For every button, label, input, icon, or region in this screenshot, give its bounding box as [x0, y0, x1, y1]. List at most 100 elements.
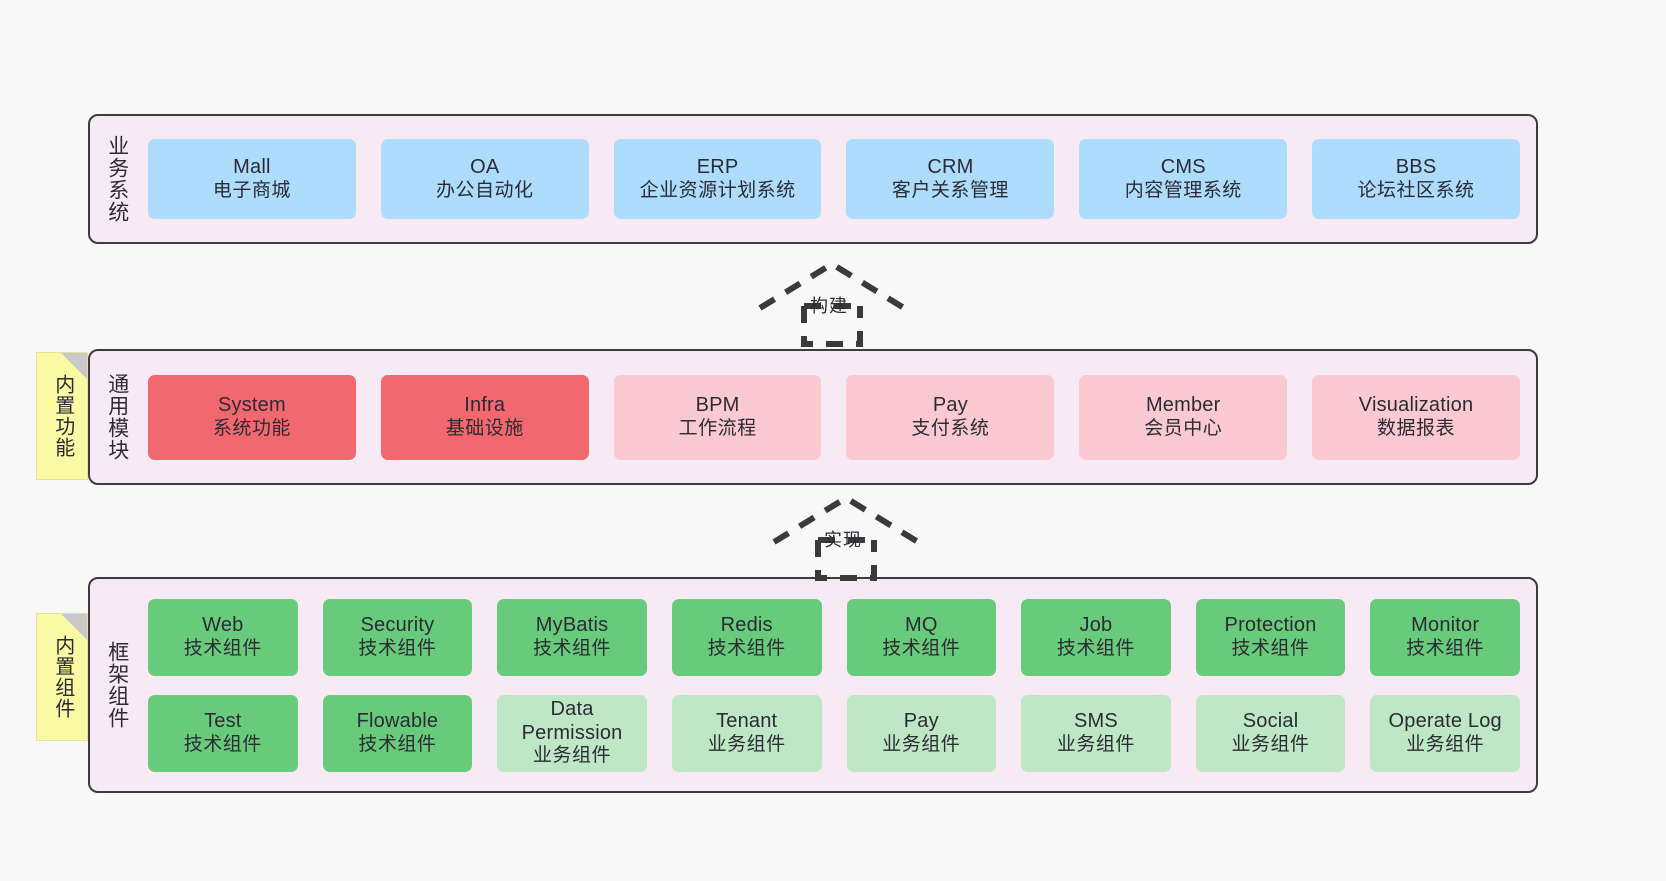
- card-desc: 技术组件: [707, 637, 786, 659]
- card-pay-business[interactable]: Pay 业务组件: [846, 694, 997, 772]
- business-card-row: Mall 电子商城 OA 办公自动化 ERP 企业资源计划系统 CRM 客户关系…: [148, 139, 1520, 219]
- card-title: BPM: [695, 394, 740, 416]
- card-title: Security: [360, 614, 435, 636]
- card-title: Job: [1079, 614, 1113, 636]
- card-member[interactable]: Member 会员中心: [1079, 374, 1288, 460]
- card-mall[interactable]: Mall 电子商城: [148, 139, 356, 219]
- card-oa[interactable]: OA 办公自动化: [380, 139, 589, 219]
- card-visualization[interactable]: Visualization 数据报表: [1312, 374, 1520, 460]
- card-erp[interactable]: ERP 企业资源计划系统: [613, 139, 822, 219]
- card-security[interactable]: Security 技术组件: [322, 598, 473, 676]
- card-title: MyBatis: [535, 614, 609, 636]
- card-desc: 技术组件: [358, 637, 437, 659]
- card-pay[interactable]: Pay 支付系统: [846, 374, 1055, 460]
- card-system[interactable]: System 系统功能: [148, 374, 356, 460]
- card-title: Pay: [932, 394, 968, 416]
- card-tenant[interactable]: Tenant 业务组件: [671, 694, 822, 772]
- card-title: Member: [1145, 394, 1221, 416]
- card-title: Test: [204, 710, 242, 732]
- card-title: Visualization: [1358, 394, 1474, 416]
- card-cms[interactable]: CMS 内容管理系统: [1079, 139, 1288, 219]
- card-desc: 业务组件: [533, 745, 612, 767]
- card-title: Web: [202, 614, 244, 636]
- card-title: SMS: [1073, 710, 1118, 732]
- card-test[interactable]: Test 技术组件: [148, 694, 298, 772]
- card-desc: 基础设施: [445, 417, 524, 439]
- card-title: Data Permission: [521, 698, 623, 744]
- sticky-note-builtin-components: 内置组件: [36, 613, 88, 741]
- card-desc: 企业资源计划系统: [639, 179, 796, 201]
- card-data-permission[interactable]: Data Permission 业务组件: [497, 694, 647, 772]
- arrow-shaft-path: [815, 540, 877, 581]
- layer-framework-title: 框架组件: [105, 641, 129, 729]
- card-monitor[interactable]: Monitor 技术组件: [1370, 598, 1520, 676]
- card-title: BBS: [1395, 156, 1437, 178]
- card-desc: 技术组件: [1406, 637, 1485, 659]
- card-title: CMS: [1160, 156, 1206, 178]
- card-mybatis[interactable]: MyBatis 技术组件: [497, 598, 647, 676]
- card-desc: 业务组件: [1231, 733, 1310, 755]
- layer-business-title: 业务系统: [105, 135, 129, 223]
- card-title: Social: [1242, 710, 1299, 732]
- card-flowable[interactable]: Flowable 技术组件: [322, 694, 473, 772]
- card-title: Monitor: [1411, 614, 1480, 636]
- card-title: OA: [470, 156, 500, 178]
- arrow-shaft-path: [801, 306, 863, 347]
- card-desc: 会员中心: [1144, 417, 1223, 439]
- card-desc: 工作流程: [678, 417, 757, 439]
- card-desc: 技术组件: [882, 637, 961, 659]
- card-title: Redis: [720, 614, 773, 636]
- card-mq[interactable]: MQ 技术组件: [846, 598, 997, 676]
- layer-business-system: 业务系统 Mall 电子商城 OA 办公自动化 ERP 企业资源计划系统 CRM…: [88, 114, 1538, 244]
- sticky-note-builtin-features: 内置功能: [36, 352, 88, 480]
- card-web[interactable]: Web 技术组件: [148, 598, 298, 676]
- framework-tech-row: Web 技术组件 Security 技术组件 MyBatis 技术组件 Redi…: [148, 598, 1520, 676]
- card-social[interactable]: Social 业务组件: [1195, 694, 1346, 772]
- card-redis[interactable]: Redis 技术组件: [671, 598, 822, 676]
- arrow-build-label: 构建: [810, 296, 848, 316]
- card-infra[interactable]: Infra 基础设施: [380, 374, 589, 460]
- card-title: System: [217, 394, 286, 416]
- card-title: Infra: [464, 394, 506, 416]
- layer-business-body: Mall 电子商城 OA 办公自动化 ERP 企业资源计划系统 CRM 客户关系…: [144, 116, 1536, 242]
- card-title: CRM: [927, 156, 974, 178]
- card-title: Protection: [1224, 614, 1317, 636]
- layer-module-title: 通用模块: [105, 373, 129, 461]
- card-title: ERP: [696, 156, 739, 178]
- card-desc: 办公自动化: [435, 179, 534, 201]
- card-desc: 业务组件: [1406, 733, 1485, 755]
- card-operate-log[interactable]: Operate Log 业务组件: [1370, 694, 1520, 772]
- card-desc: 技术组件: [1231, 637, 1310, 659]
- module-card-row: System 系统功能 Infra 基础设施 BPM 工作流程 Pay 支付系统…: [148, 374, 1520, 460]
- card-desc: 业务组件: [1056, 733, 1135, 755]
- card-title: MQ: [905, 614, 938, 636]
- card-desc: 论坛社区系统: [1357, 179, 1475, 201]
- card-desc: 技术组件: [358, 733, 437, 755]
- card-desc: 内容管理系统: [1124, 179, 1242, 201]
- layer-framework-body: Web 技术组件 Security 技术组件 MyBatis 技术组件 Redi…: [144, 579, 1536, 791]
- card-bbs[interactable]: BBS 论坛社区系统: [1312, 139, 1520, 219]
- card-job[interactable]: Job 技术组件: [1021, 598, 1171, 676]
- card-title: Tenant: [716, 710, 778, 732]
- arrow-implement-label: 实现: [824, 530, 862, 550]
- card-desc: 技术组件: [533, 637, 612, 659]
- card-title: Mall: [233, 156, 271, 178]
- card-bpm[interactable]: BPM 工作流程: [613, 374, 822, 460]
- card-title: Flowable: [356, 710, 439, 732]
- card-desc: 电子商城: [212, 179, 291, 201]
- framework-business-row: Test 技术组件 Flowable 技术组件 Data Permission …: [148, 694, 1520, 772]
- card-protection[interactable]: Protection 技术组件: [1195, 598, 1346, 676]
- arrow-implement: [772, 494, 920, 581]
- layer-module-body: System 系统功能 Infra 基础设施 BPM 工作流程 Pay 支付系统…: [144, 351, 1536, 483]
- card-desc: 系统功能: [212, 417, 291, 439]
- card-desc: 客户关系管理: [891, 179, 1009, 201]
- card-desc: 技术组件: [1056, 637, 1135, 659]
- card-title: Pay: [903, 710, 939, 732]
- card-desc: 技术组件: [183, 733, 262, 755]
- card-crm[interactable]: CRM 客户关系管理: [846, 139, 1055, 219]
- card-desc: 支付系统: [911, 417, 990, 439]
- layer-common-module: 通用模块 System 系统功能 Infra 基础设施 BPM 工作流程 Pay…: [88, 349, 1538, 485]
- card-title: Operate Log: [1388, 710, 1502, 732]
- card-sms[interactable]: SMS 业务组件: [1021, 694, 1171, 772]
